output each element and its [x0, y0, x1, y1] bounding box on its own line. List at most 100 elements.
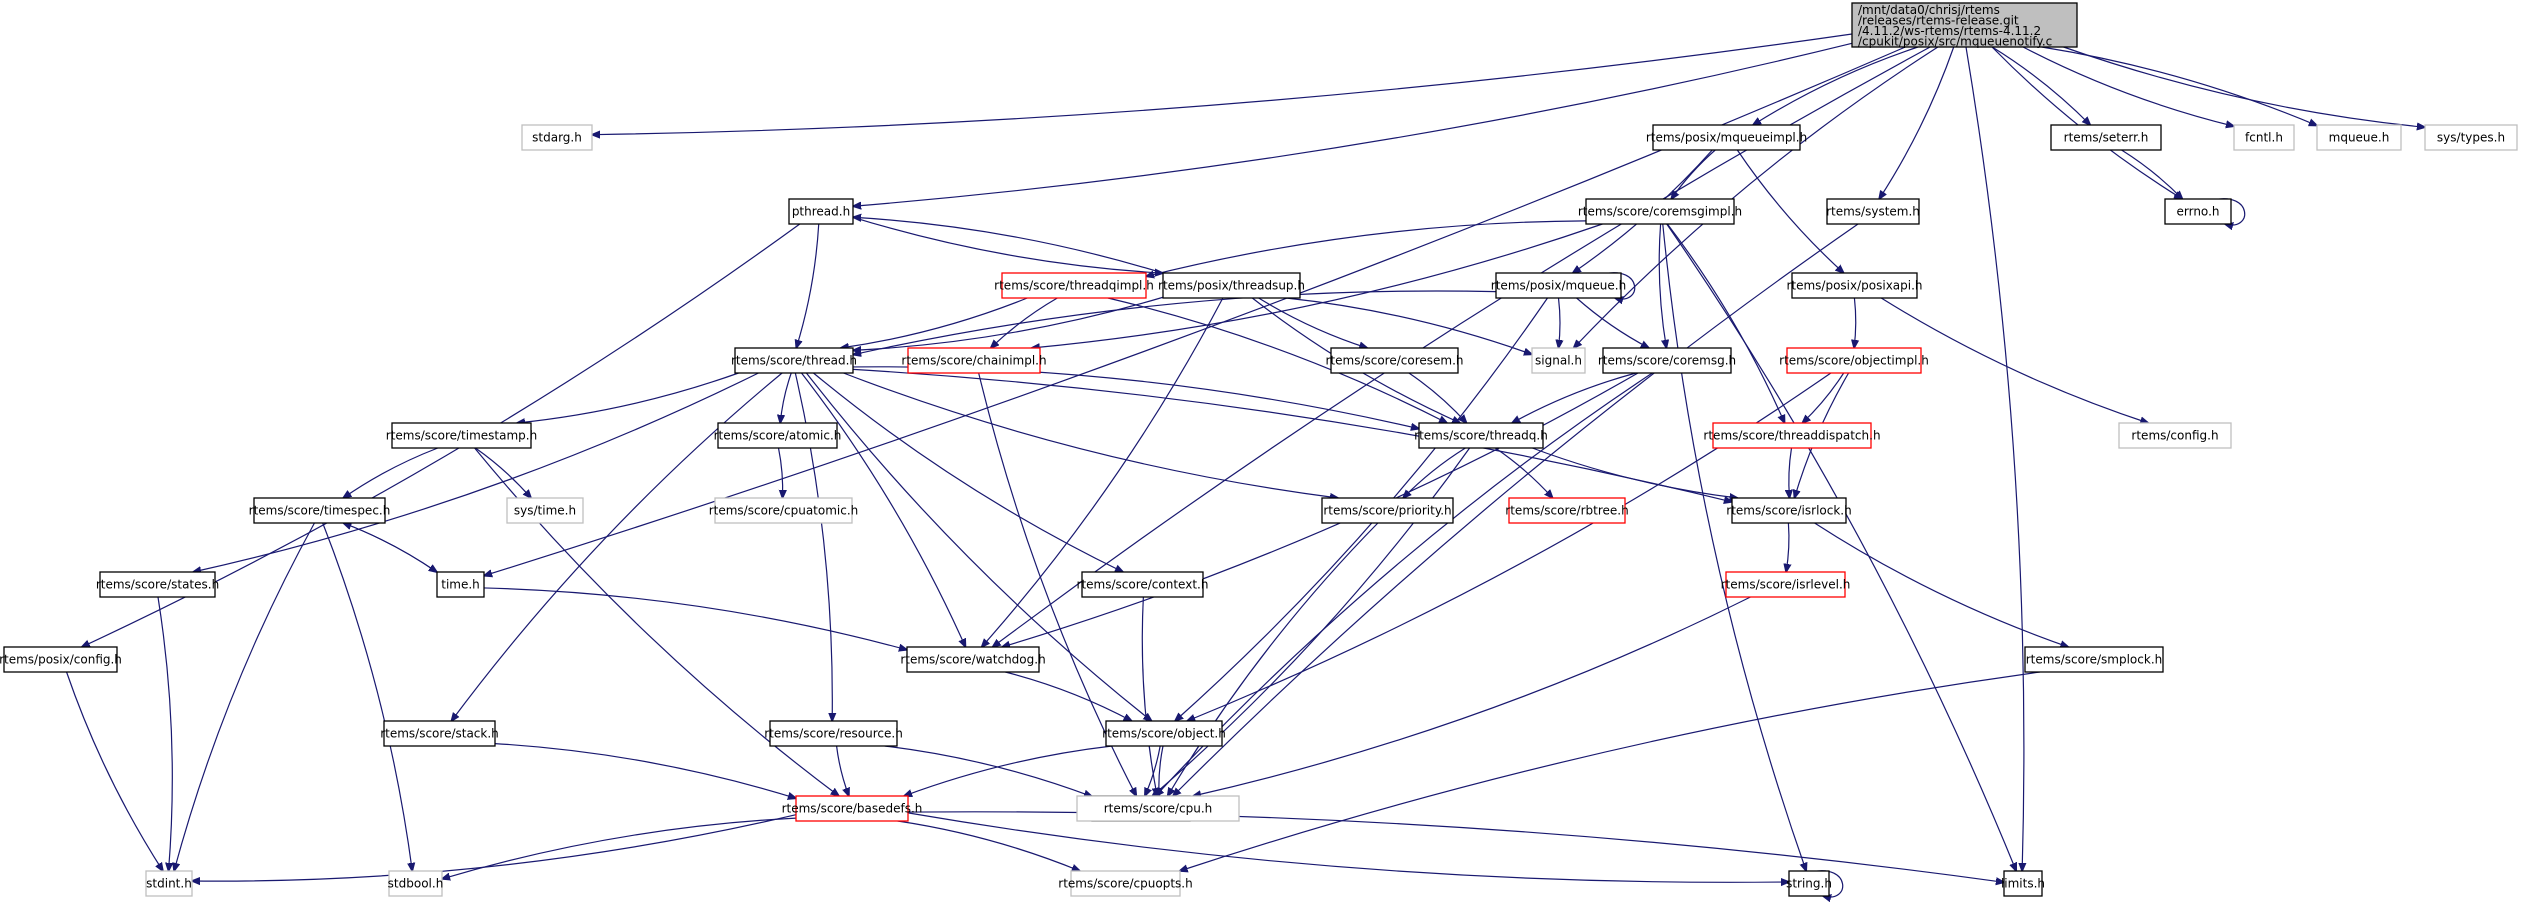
node-rbtree[interactable]: rtems/score/rbtree.h [1505, 497, 1629, 524]
node-watchdog[interactable]: rtems/score/watchdog.h [900, 646, 1046, 673]
node-stack[interactable]: rtems/score/stack.h [380, 720, 499, 747]
node-posixmqueue[interactable]: rtems/posix/mqueue.h [1491, 272, 1626, 299]
node-box [1162, 272, 1301, 299]
node-limits[interactable]: limits.h [2001, 870, 2045, 897]
node-box [1602, 347, 1732, 374]
node-box [788, 198, 854, 225]
edge-basedefs-to-stdbool [442, 817, 797, 879]
edge-states-to-stdint [157, 596, 172, 871]
node-label: sys/time.h [514, 504, 576, 518]
node-box [1826, 198, 1920, 225]
node-box [1786, 347, 1922, 374]
node-pthread[interactable]: pthread.h [788, 198, 854, 225]
edge-time-to-timespec [343, 523, 438, 573]
node-box [2118, 422, 2232, 449]
node-thread[interactable]: rtems/score/thread.h [731, 347, 857, 374]
node-box [1321, 497, 1454, 524]
node-box [1330, 347, 1459, 374]
node-mqueueimpl[interactable]: rtems/posix/mqueueimpl.h [1646, 124, 1807, 151]
node-object[interactable]: rtems/score/object.h [1102, 720, 1226, 747]
node-cpuopts: rtems/score/cpuopts.h [1058, 870, 1193, 897]
node-box [1731, 497, 1847, 524]
node-box [906, 646, 1040, 673]
node-isrlevel[interactable]: rtems/score/isrlevel.h [1721, 571, 1851, 598]
node-chainimpl[interactable]: rtems/score/chainimpl.h [901, 347, 1047, 374]
node-timespec[interactable]: rtems/score/timespec.h [249, 497, 391, 524]
node-box [506, 497, 584, 524]
node-box [714, 497, 853, 524]
node-systypes: sys/types.h [2424, 124, 2518, 151]
edge-coremsgimpl-to-coremsg [1658, 223, 1666, 348]
node-box [769, 720, 898, 747]
node-string[interactable]: string.h [1786, 870, 1832, 897]
node-basedefs[interactable]: rtems/score/basedefs.h [782, 795, 923, 822]
node-threadsup[interactable]: rtems/posix/threadsup.h [1158, 272, 1305, 299]
node-seterr[interactable]: rtems/seterr.h [2050, 124, 2162, 151]
edge-priority-to-cpu [1168, 522, 1379, 796]
node-label: rtems/score/priority.h [1323, 504, 1451, 518]
node-threaddispatch[interactable]: rtems/score/threaddispatch.h [1703, 422, 1881, 449]
node-time[interactable]: time.h [436, 571, 485, 598]
node-smplock[interactable]: rtems/score/smplock.h [2024, 646, 2164, 673]
node-box [1081, 571, 1204, 598]
node-box [436, 571, 485, 598]
node-box [3, 646, 118, 673]
node-context[interactable]: rtems/score/context.h [1077, 571, 1209, 598]
node-root[interactable]: /mnt/data0/chrisj/rtems/releases/rtems-r… [1851, 2, 2078, 49]
edge-smplock-to-cpuopts [1180, 671, 2041, 871]
node-label: rtems/score/smplock.h [2026, 653, 2163, 667]
edge-root-to-system [1879, 46, 1955, 199]
edge-thread-to-states [193, 372, 759, 572]
node-label: rtems/posix/mqueue.h [1491, 279, 1626, 293]
node-timestamp[interactable]: rtems/score/timestamp.h [386, 422, 537, 449]
edge-coresem-to-threadq [1408, 372, 1467, 423]
edge-isrlevel-to-cpu [1193, 596, 1751, 796]
edge-isrlock-to-isrlevel [1786, 522, 1789, 572]
node-label: rtems/score/chainimpl.h [901, 354, 1046, 368]
node-priority[interactable]: rtems/score/priority.h [1321, 497, 1454, 524]
node-coresem[interactable]: rtems/score/coresem.h [1325, 347, 1464, 374]
node-label: rtems/seterr.h [2064, 131, 2149, 145]
node-label: time.h [441, 578, 480, 592]
node-box [521, 124, 593, 151]
node-resource[interactable]: rtems/score/resource.h [764, 720, 903, 747]
node-coremsgimpl[interactable]: rtems/score/coremsgimpl.h [1578, 198, 1742, 225]
node-errno[interactable]: errno.h [2164, 198, 2232, 225]
node-isrlock[interactable]: rtems/score/isrlock.h [1726, 497, 1852, 524]
edge-threadsup-to-coresem [1258, 297, 1368, 348]
edge-posixmqueue-to-thread [853, 290, 1497, 355]
node-coremsg[interactable]: rtems/score/coremsg.h [1598, 347, 1736, 374]
node-threadq[interactable]: rtems/score/threadq.h [1414, 422, 1548, 449]
node-box [1531, 347, 1586, 374]
edge-basedefs-to-string [907, 812, 1789, 882]
node-threadqimpl[interactable]: rtems/score/threadqimpl.h [994, 272, 1154, 299]
node-box [1652, 124, 1801, 151]
edge-timestamp-to-systime [475, 447, 531, 498]
node-box [99, 571, 216, 598]
node-rtemsconfig: rtems/config.h [2118, 422, 2232, 449]
edges-layer [65, 33, 2425, 897]
node-objectimpl[interactable]: rtems/score/objectimpl.h [1779, 347, 1929, 374]
node-label: rtems/score/timestamp.h [386, 429, 537, 443]
edge-coremsgimpl-to-threadqimpl [1146, 220, 1587, 277]
node-system[interactable]: rtems/system.h [1826, 198, 1920, 225]
node-states[interactable]: rtems/score/states.h [96, 571, 219, 598]
node-box [388, 870, 443, 897]
node-label: pthread.h [792, 205, 850, 219]
node-posixapi[interactable]: rtems/posix/posixapi.h [1786, 272, 1923, 299]
edge-atomic-to-cpuatomic [777, 447, 783, 498]
node-label: rtems/score/timespec.h [249, 504, 391, 518]
node-posixconfig[interactable]: rtems/posix/config.h [0, 646, 122, 673]
node-label: string.h [1786, 877, 1832, 891]
edge-coremsgimpl-to-chainimpl [1032, 223, 1603, 348]
node-label: rtems/posix/config.h [0, 653, 122, 667]
edge-thread-to-atomic [780, 372, 792, 423]
node-label: signal.h [1535, 354, 1582, 368]
node-box [1418, 422, 1544, 449]
edge-thread-to-resource [794, 372, 832, 721]
edge-coremsg-to-watchdog [1002, 372, 1639, 647]
edge-root-to-fcntl [2022, 46, 2234, 126]
node-atomic[interactable]: rtems/score/atomic.h [714, 422, 842, 449]
node-box [1076, 795, 1240, 822]
